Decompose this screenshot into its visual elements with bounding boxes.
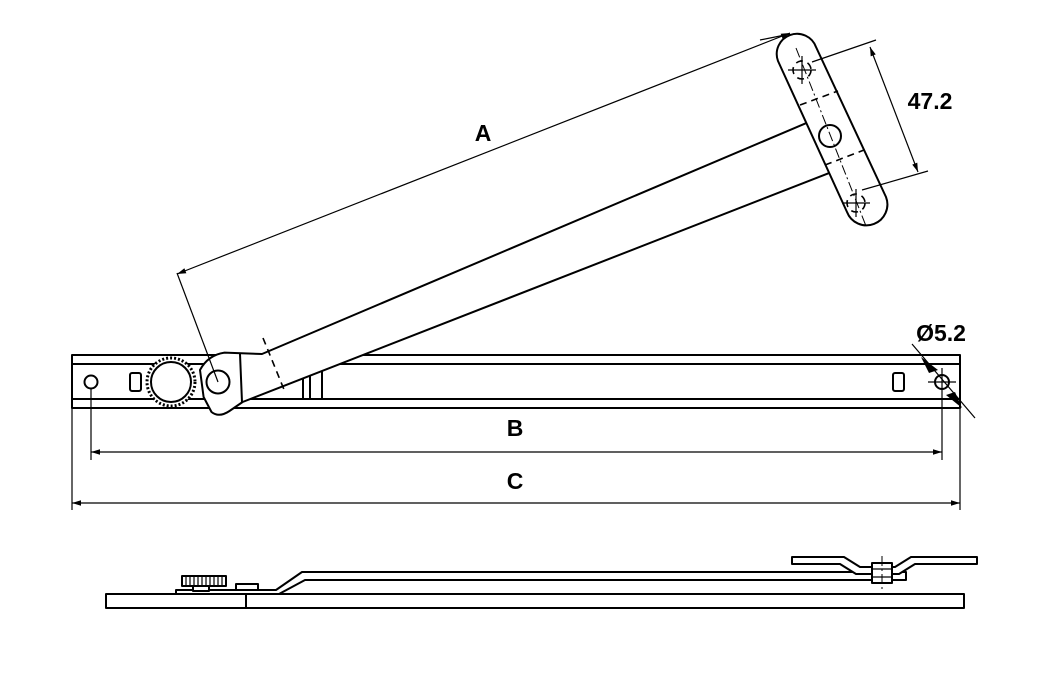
side-view-base [105,593,965,609]
dimension-hole-spacing: 47.2 [811,39,953,191]
mounting-hole-right [928,368,956,396]
mounting-hole-left [83,374,99,390]
side-view-arm [175,571,907,595]
dimension-b-label: B [507,415,524,441]
side-view-plate [791,556,978,575]
dimension-hole-spacing-label: 47.2 [908,88,953,114]
dimension-c-label: C [507,468,524,494]
dimension-hole-diameter-label: Ø5.2 [916,320,966,346]
side-view [105,556,978,609]
dimension-hole-diameter: Ø5.2 [911,320,976,419]
slot-left [129,372,142,392]
side-view-knob [181,575,227,592]
dimension-a-label: A [475,120,492,146]
dimension-a: A [176,32,791,383]
slot-right [892,372,905,392]
knurled-knob [145,356,197,408]
dimension-c: C [71,408,961,510]
dimension-b: B [90,389,943,460]
